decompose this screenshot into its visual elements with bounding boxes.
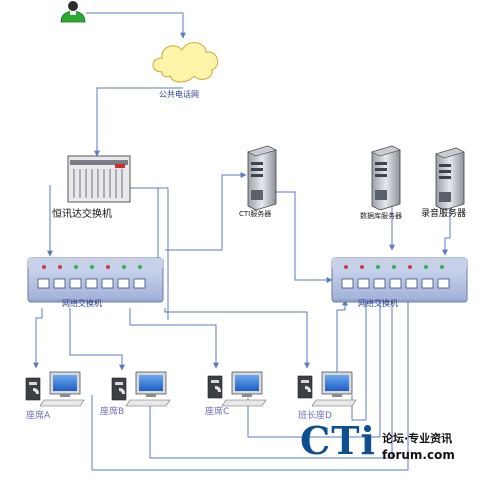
pbx-label: 恒讯达交换机 xyxy=(52,209,112,220)
right-switch-icon xyxy=(331,257,468,303)
seat-b-workstation-icon xyxy=(111,371,171,407)
cti-forum-watermark: CTi 论坛·专业资讯 forum.com xyxy=(300,422,470,472)
connection-lines xyxy=(33,12,451,471)
left-switch-label: 网络交换机 xyxy=(62,299,102,308)
recording-server-icon xyxy=(435,147,465,211)
watermark-line1: 论坛·专业资讯 xyxy=(382,432,453,445)
seat-a-label: 座席A xyxy=(26,411,51,421)
seat-d-label: 班长座D xyxy=(298,411,332,421)
database-server-label: 数据库服务器 xyxy=(360,212,402,220)
seat-b-label: 座席B xyxy=(100,407,125,417)
watermark-line2: forum.com xyxy=(382,448,455,462)
pstn-cloud-icon xyxy=(152,42,219,83)
pstn-label: 公共电话网 xyxy=(159,90,199,99)
seat-c-workstation-icon xyxy=(207,371,267,407)
seat-a-workstation-icon xyxy=(25,371,85,407)
database-server-icon xyxy=(371,145,401,211)
cti-server-icon xyxy=(247,145,277,211)
pbx-icon xyxy=(67,155,131,203)
user-icon xyxy=(60,1,86,23)
watermark-brand: CTi xyxy=(300,418,376,463)
recording-server-label: 录音服务器 xyxy=(421,209,467,219)
left-switch-icon xyxy=(27,257,164,303)
right-switch-label: 网络交换机 xyxy=(358,299,398,308)
seat-c-label: 座席C xyxy=(205,407,230,417)
seat-d-workstation-icon xyxy=(297,371,357,407)
cti-server-label: CTI服务器 xyxy=(239,210,272,218)
